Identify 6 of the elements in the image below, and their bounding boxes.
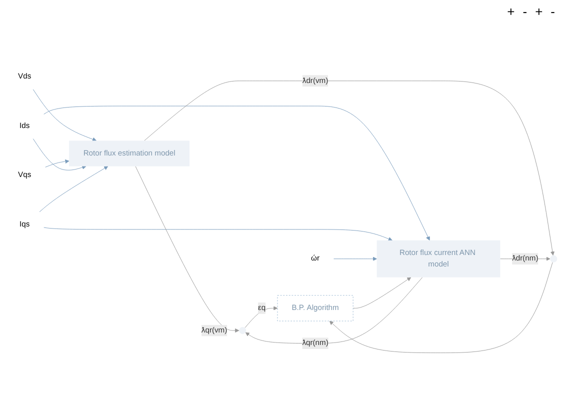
sign-label: + [507, 4, 515, 19]
node-circle [550, 255, 558, 263]
node-circle [239, 327, 246, 334]
sign-label: - [522, 4, 528, 19]
sign-label: + [535, 4, 543, 19]
sign-label: - [550, 4, 555, 19]
